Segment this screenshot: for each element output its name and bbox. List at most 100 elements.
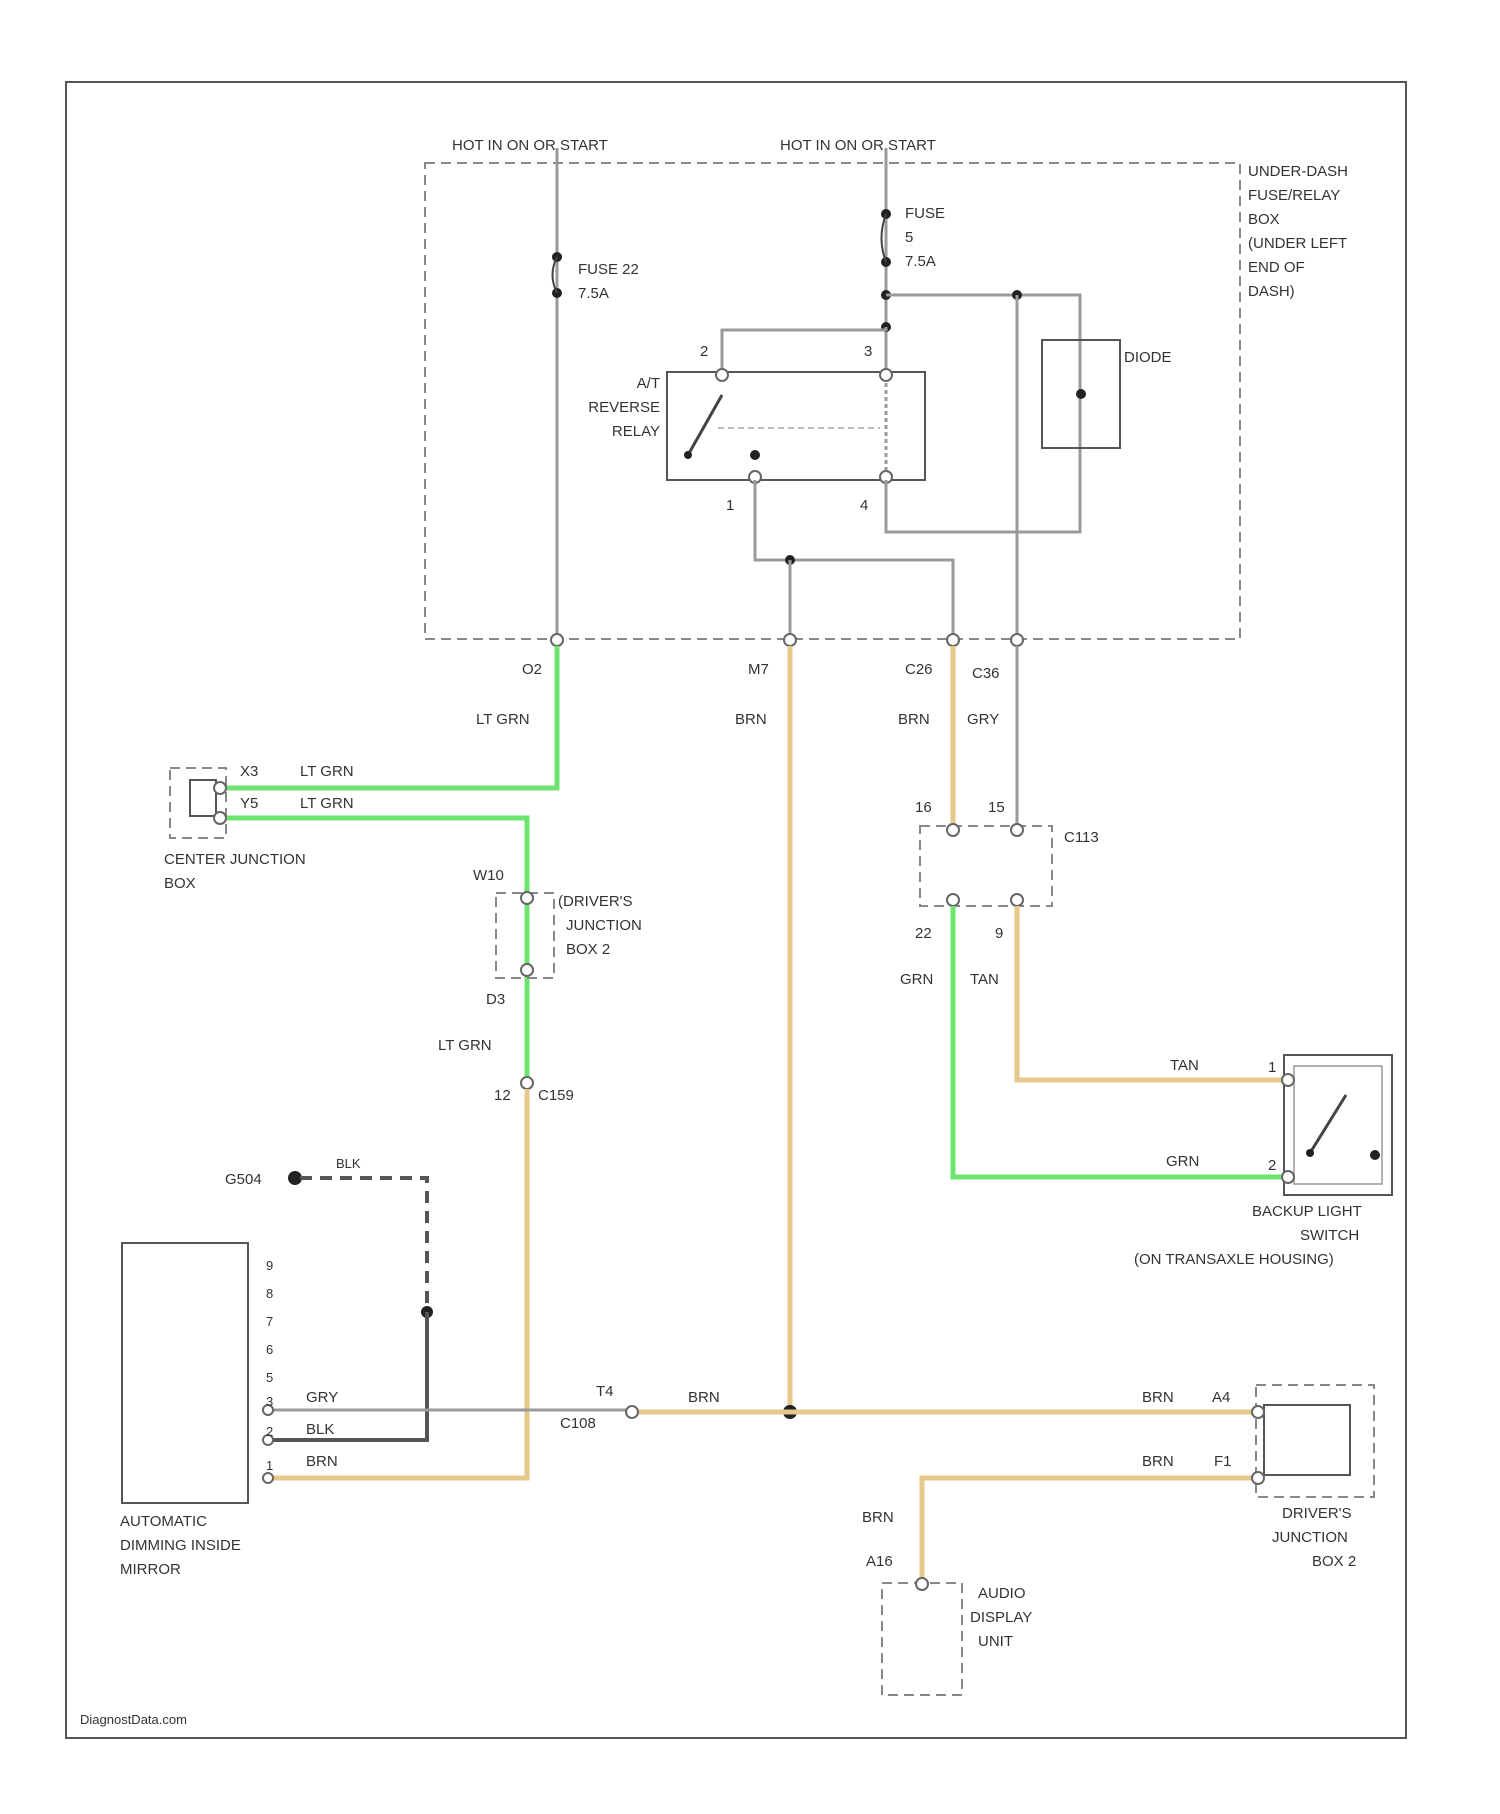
label-cjb-y5: Y5 — [240, 795, 258, 812]
label-c113-15: 15 — [988, 799, 1005, 816]
cjb-pin-y5 — [214, 812, 226, 824]
label-pin-3: 3 — [864, 343, 872, 360]
label-diode: DIODE — [1124, 349, 1172, 366]
relay-pin2-bus — [722, 330, 886, 372]
label-bls-c: (ON TRANSAXLE HOUSING) — [1134, 1251, 1334, 1268]
label-mirror-pin6: 6 — [266, 1342, 273, 1357]
label-wire-brn4: BRN — [1142, 1389, 1174, 1406]
bls-contact — [1370, 1150, 1380, 1160]
c113-connector — [920, 826, 1052, 906]
label-pin-1: 1 — [726, 497, 734, 514]
label-wire-gry1: GRY — [967, 711, 999, 728]
label-fuse5-b: 5 — [905, 229, 913, 246]
label-mirror-pin5: 5 — [266, 1370, 273, 1385]
label-cjb-y5w: LT GRN — [300, 795, 354, 812]
conn-o2 — [551, 634, 563, 646]
mirror-pin1 — [263, 1473, 273, 1483]
label-cjb-x3: X3 — [240, 763, 258, 780]
label-mirror-brn: BRN — [306, 1453, 338, 1470]
relay-contact — [750, 450, 760, 460]
c113-pin15 — [1011, 824, 1023, 836]
adu-pin-a16 — [916, 1578, 928, 1590]
wire-brn-c159-mirror — [268, 1089, 527, 1478]
wire-relay-out — [755, 480, 953, 640]
label-mirror-blk: BLK — [306, 1421, 334, 1438]
label-adu-a16: A16 — [866, 1553, 893, 1570]
label-hot1: HOT IN ON OR START — [452, 137, 608, 154]
label-fuse5-c: 7.5A — [905, 253, 936, 270]
auto-dimming-mirror-box — [122, 1243, 248, 1503]
c113-pin16 — [947, 824, 959, 836]
conn-m7 — [784, 634, 796, 646]
label-mirror-pin9: 9 — [266, 1258, 273, 1273]
djb2-pin-f1 — [1252, 1472, 1264, 1484]
label-pin-2: 2 — [700, 343, 708, 360]
label-fusebox-1: UNDER-DASH — [1248, 163, 1348, 180]
label-wire-blk1: BLK — [336, 1156, 361, 1171]
label-fusebox-3: BOX — [1248, 211, 1280, 228]
label-c113-9: 9 — [995, 925, 1003, 942]
relay-switch-pivot — [684, 451, 692, 459]
label-fuse5-a: FUSE — [905, 205, 945, 222]
conn-c36 — [1011, 634, 1023, 646]
audio-display-unit-box — [882, 1583, 962, 1695]
c113-pin9 — [1011, 894, 1023, 906]
label-mirror-1: AUTOMATIC — [120, 1513, 207, 1530]
relay-pin2 — [716, 369, 728, 381]
bls-pin2 — [1282, 1171, 1294, 1183]
label-djb2-1: DRIVER'S — [1282, 1505, 1352, 1522]
wire-tan-backup — [1017, 906, 1288, 1080]
label-djb2-2: JUNCTION — [1272, 1529, 1348, 1546]
label-fusebox-6: DASH) — [1248, 283, 1295, 300]
label-djb2-3: BOX 2 — [1312, 1553, 1356, 1570]
label-wire-brn6: BRN — [862, 1509, 894, 1526]
label-hot2: HOT IN ON OR START — [780, 137, 936, 154]
label-g504: G504 — [225, 1171, 262, 1188]
wire-grn-backup — [953, 906, 1288, 1177]
label-c113-22: 22 — [915, 925, 932, 942]
label-cjb-1: CENTER JUNCTION — [164, 851, 306, 868]
diode-symbol — [1076, 389, 1086, 399]
label-cjb-2: BOX — [164, 875, 196, 892]
label-mirror-pin3: 3 — [266, 1394, 273, 1409]
bls-switch-arm — [1310, 1095, 1346, 1153]
djb2-inner — [1264, 1405, 1350, 1475]
label-c108-pin: T4 — [596, 1383, 614, 1400]
label-c113-16: 16 — [915, 799, 932, 816]
label-conn-o2: O2 — [522, 661, 542, 678]
djb-pin-d3 — [521, 964, 533, 976]
cjb-pin-x3 — [214, 782, 226, 794]
label-wire-tan1: TAN — [970, 971, 999, 988]
c108-pin — [626, 1406, 638, 1418]
fuse-relay-box — [425, 163, 1240, 639]
label-adu-2: DISPLAY — [970, 1609, 1032, 1626]
label-djb-1: (DRIVER'S — [558, 893, 633, 910]
label-fuse22-a: FUSE 22 — [578, 261, 639, 278]
conn-c26 — [947, 634, 959, 646]
drivers-junction-box-2 — [1256, 1385, 1374, 1497]
label-bls-a: BACKUP LIGHT — [1252, 1203, 1362, 1220]
center-junction-box — [170, 768, 226, 838]
label-mirror-3: MIRROR — [120, 1561, 181, 1578]
bls-pin1 — [1282, 1074, 1294, 1086]
label-wire-ltgrn1: LT GRN — [476, 711, 530, 728]
djb-pin-w10 — [521, 892, 533, 904]
label-djb2-a4: A4 — [1212, 1389, 1230, 1406]
label-conn-c36: C36 — [972, 665, 1000, 682]
label-bls-2: 2 — [1268, 1157, 1276, 1174]
label-djb2-f1: F1 — [1214, 1453, 1232, 1470]
label-wire-brn1: BRN — [735, 711, 767, 728]
relay-pin3 — [880, 369, 892, 381]
label-bls-b: SWITCH — [1300, 1227, 1359, 1244]
label-mirror-2: DIMMING INSIDE — [120, 1537, 241, 1554]
label-wire-tan2: TAN — [1170, 1057, 1199, 1074]
djb2-pin-a4 — [1252, 1406, 1264, 1418]
label-pin-4: 4 — [860, 497, 868, 514]
label-adu-1: AUDIO — [978, 1585, 1026, 1602]
c159-pin — [521, 1077, 533, 1089]
backup-light-switch-box — [1284, 1055, 1392, 1195]
label-fusebox-2: FUSE/RELAY — [1248, 187, 1340, 204]
label-fusebox-4: (UNDER LEFT — [1248, 235, 1347, 252]
label-djb-3: BOX 2 — [566, 941, 610, 958]
